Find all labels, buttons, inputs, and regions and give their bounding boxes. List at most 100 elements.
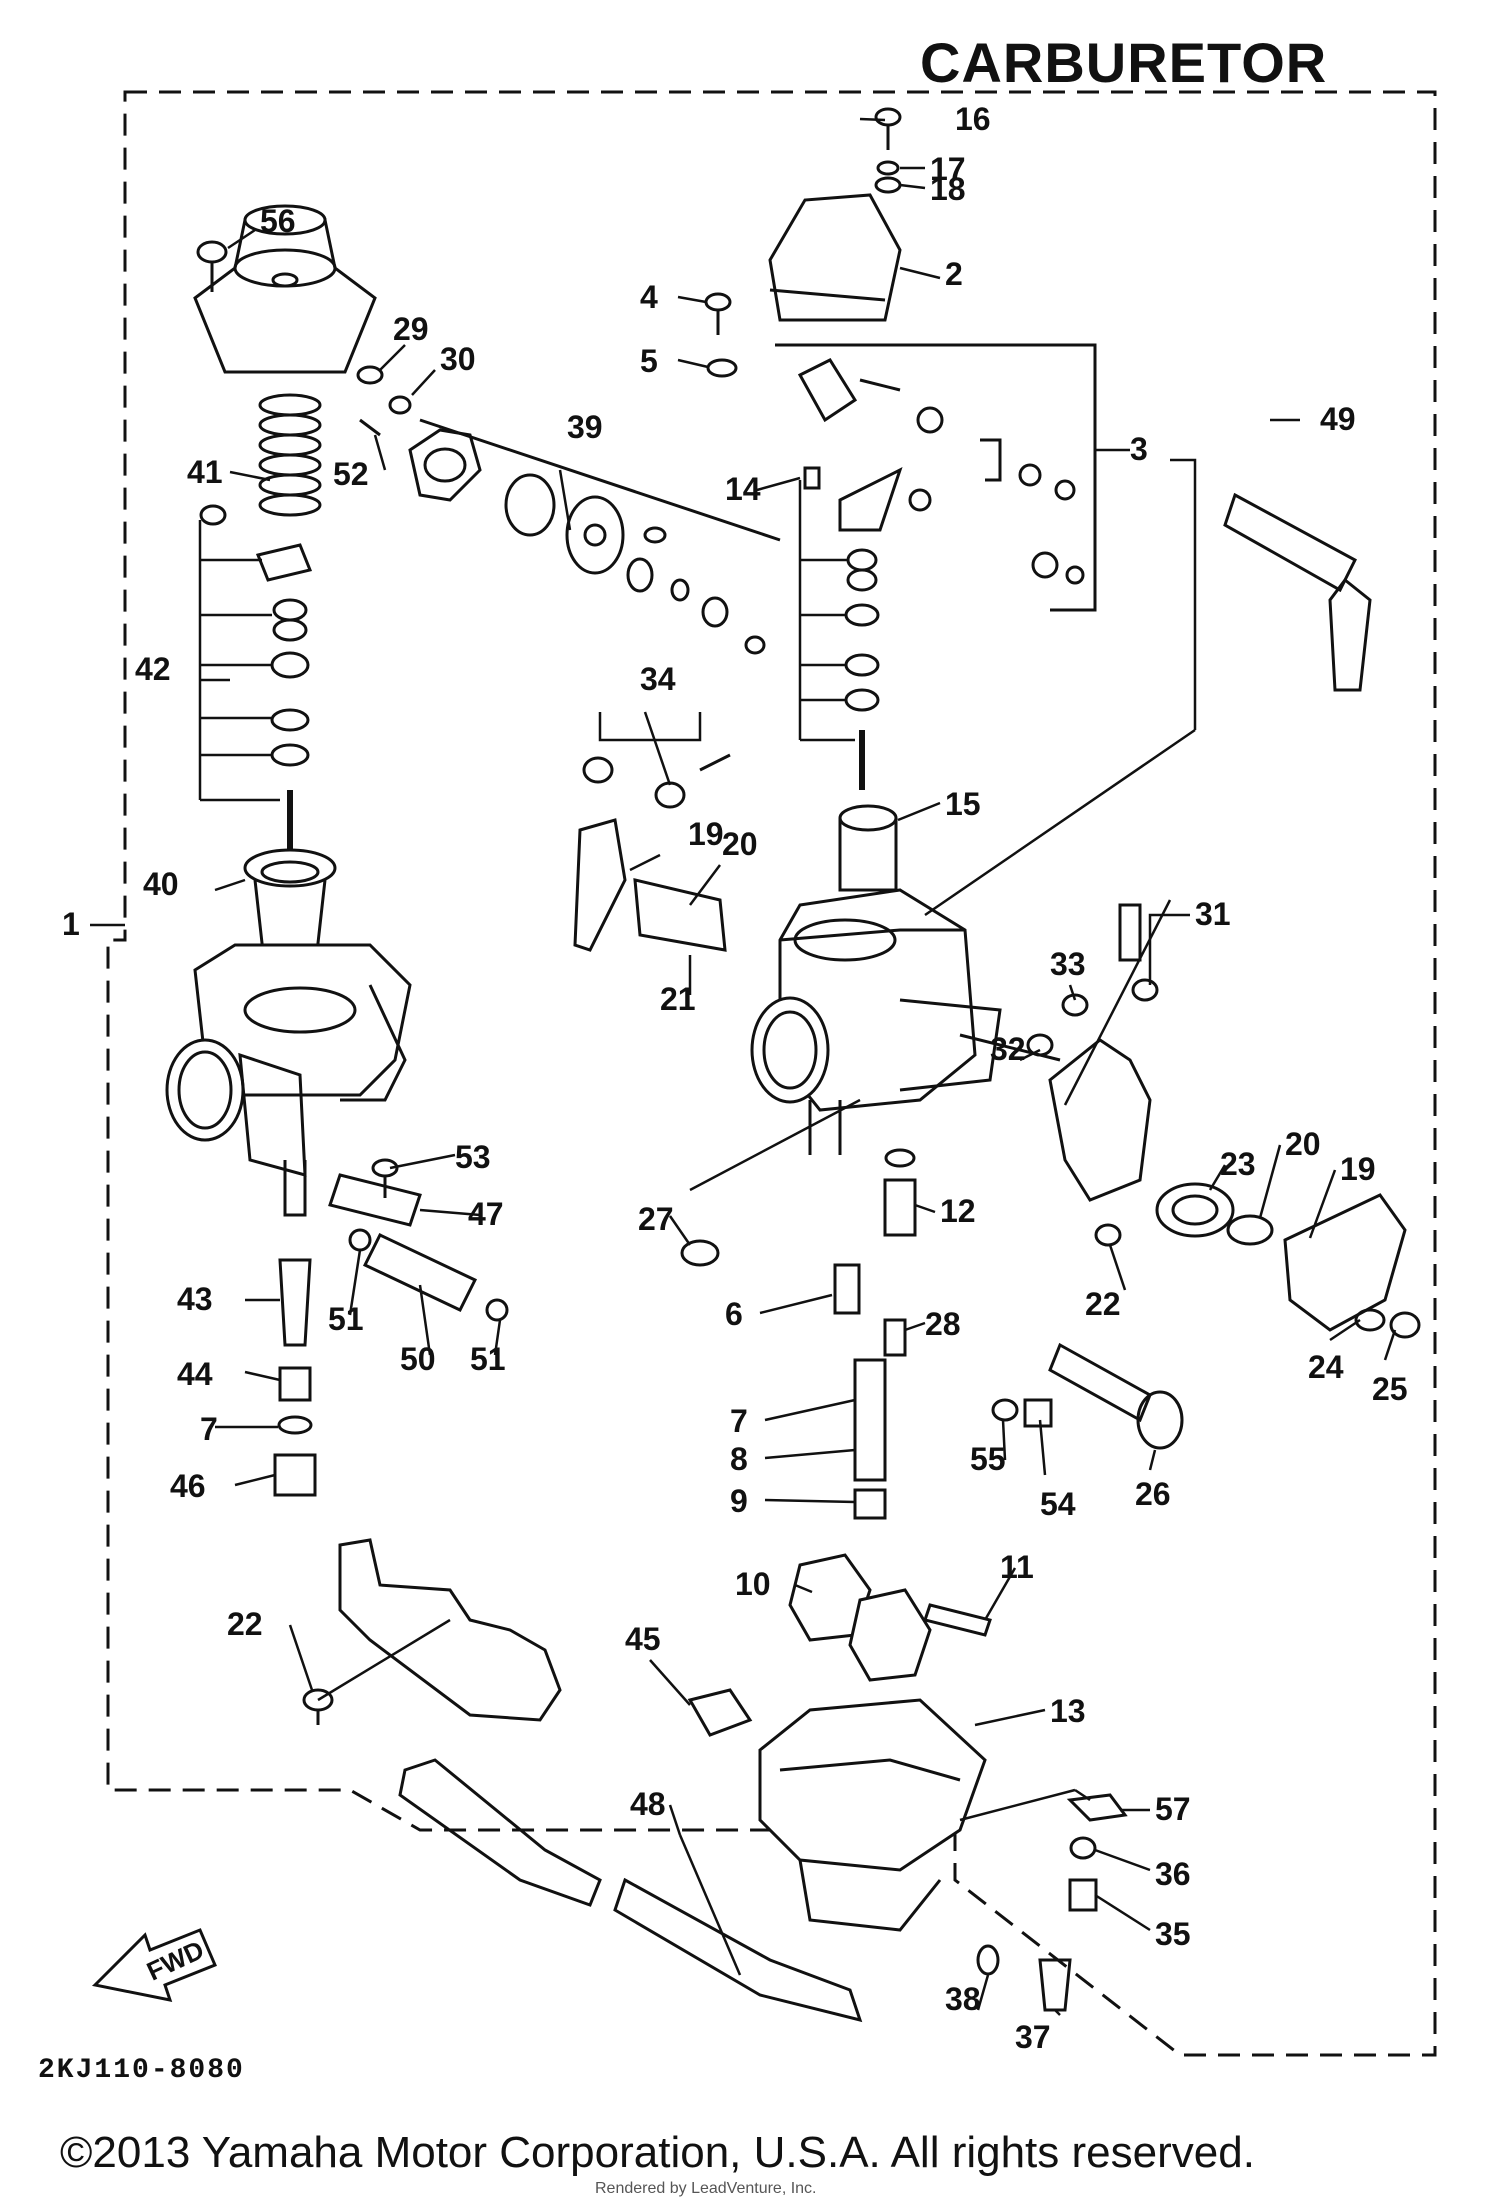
callout-57: 57 — [1155, 1791, 1191, 1827]
callout-28: 28 — [925, 1306, 961, 1342]
throttle-pulley-19 — [1283, 1193, 1407, 1332]
float-10 — [788, 1553, 932, 1682]
assembly-boundary — [106, 90, 1437, 2057]
screw-53 — [371, 1158, 399, 1198]
washer-27 — [680, 1239, 720, 1267]
return-spring-23 — [1155, 1182, 1235, 1238]
callout-20: 20 — [1285, 1126, 1321, 1162]
callout-16: 16 — [955, 101, 991, 137]
diaphragm-cover-left — [193, 204, 377, 374]
callout-26: 26 — [1135, 1476, 1171, 1512]
jet-9 — [853, 1488, 887, 1520]
callout-51: 51 — [328, 1301, 364, 1337]
callout-45: 45 — [625, 1621, 661, 1657]
float-bowl-13 — [758, 1698, 987, 1932]
callout-42: 42 — [135, 651, 171, 687]
callout-21: 21 — [660, 981, 696, 1017]
callout-41: 41 — [187, 454, 223, 490]
page-title: CARBURETOR — [920, 31, 1328, 94]
callout-44: 44 — [177, 1356, 213, 1392]
adjuster-screw-26 — [1048, 1342, 1152, 1423]
callout-46: 46 — [170, 1468, 206, 1504]
callout-8: 8 — [730, 1441, 748, 1477]
copyright-notice: ©2013 Yamaha Motor Corporation, U.S.A. A… — [60, 2128, 1255, 2177]
screw-56 — [196, 240, 228, 292]
callout-31: 31 — [1195, 896, 1231, 932]
callout-56: 56 — [260, 203, 296, 239]
callout-14: 14 — [725, 471, 761, 507]
pilot-jet-28 — [883, 1318, 907, 1357]
callout-29: 29 — [393, 311, 429, 347]
main-jet-12 — [883, 1148, 917, 1237]
needle-stack-right — [844, 548, 880, 790]
callout-20: 20 — [722, 826, 758, 862]
callout-23: 23 — [1220, 1146, 1256, 1182]
forward-arrow: FWD — [91, 1928, 217, 2002]
callout-13: 13 — [1050, 1693, 1086, 1729]
callout-4: 4 — [640, 279, 658, 315]
screw-54 — [1023, 1398, 1053, 1428]
callout-5: 5 — [640, 343, 658, 379]
throttle-link-3 — [775, 343, 1097, 612]
screw-16 — [874, 107, 902, 194]
part-14 — [803, 466, 903, 532]
hose-clip-51 — [348, 1228, 509, 1322]
callout-22: 22 — [227, 1606, 263, 1642]
top-cover-2 — [768, 193, 902, 322]
callout-27: 27 — [638, 1201, 674, 1237]
callout-22: 22 — [1085, 1286, 1121, 1322]
callout-37: 37 — [1015, 2019, 1051, 2055]
hose-49 — [1223, 492, 1372, 692]
callout-30: 30 — [440, 341, 476, 377]
callout-9: 9 — [730, 1483, 748, 1519]
callout-7: 7 — [200, 1411, 218, 1447]
float-pin-11 — [923, 1603, 992, 1637]
throttle-stop-bracket — [1048, 1038, 1152, 1202]
callout-35: 35 — [1155, 1916, 1191, 1952]
callout-53: 53 — [455, 1139, 491, 1175]
hose-48 — [398, 1758, 863, 2023]
callout-10: 10 — [735, 1566, 771, 1602]
callout-11: 11 — [1000, 1549, 1034, 1585]
callout-19: 19 — [1340, 1151, 1376, 1187]
needle-jet-7-8 — [853, 1358, 887, 1482]
callout-33: 33 — [1050, 946, 1086, 982]
o-ring-38 — [976, 1944, 1000, 1976]
drawing-code: 2KJ110-8080 — [38, 2055, 245, 2086]
leader-lines — [90, 117, 1397, 2016]
piston-valve-40 — [243, 848, 337, 972]
pipe-43 — [278, 1258, 312, 1347]
clip-57 — [1066, 1793, 1128, 1822]
callout-24: 24 — [1308, 1349, 1344, 1385]
callout-48: 48 — [630, 1786, 666, 1822]
callout-50: 50 — [400, 1341, 436, 1377]
piston-15 — [838, 804, 898, 892]
drain-screw-37 — [1038, 1958, 1072, 2012]
spring-41 — [258, 393, 322, 517]
callout-55: 55 — [970, 1441, 1006, 1477]
carburetor-body-left — [165, 943, 412, 1217]
callout-3: 3 — [1130, 431, 1148, 467]
gasket-45 — [687, 1688, 753, 1737]
callout-18: 18 — [930, 171, 966, 207]
callout-19: 19 — [688, 816, 724, 852]
screw-35 — [1068, 1878, 1098, 1912]
plug-46 — [273, 1453, 317, 1497]
screw-4 — [704, 292, 738, 378]
callout-32: 32 — [990, 1031, 1026, 1067]
callout-52: 52 — [333, 456, 369, 492]
callout-15: 15 — [945, 786, 981, 822]
callout-17: 17 — [930, 151, 966, 187]
carburetor-body-right — [750, 888, 1061, 1155]
mounting-bracket — [338, 1538, 562, 1722]
callout-25: 25 — [1372, 1371, 1408, 1407]
screw-22-right — [1094, 1223, 1122, 1247]
callout-7: 7 — [730, 1403, 748, 1439]
callout-38: 38 — [945, 1981, 981, 2017]
screw-32 — [1026, 1033, 1054, 1057]
callout-36: 36 — [1155, 1856, 1191, 1892]
callout-1: 1 — [62, 906, 80, 942]
callout-6: 6 — [725, 1296, 743, 1332]
callout-34: 34 — [640, 661, 676, 697]
